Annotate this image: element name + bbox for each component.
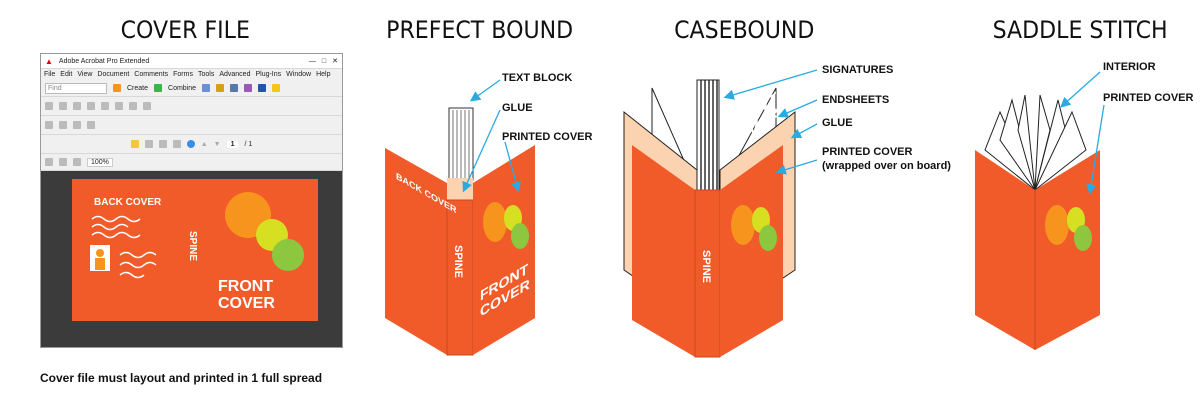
zoom-input[interactable]: 100% bbox=[87, 157, 113, 167]
menu-bar: File Edit View Document Comments Forms Tools Ad… bbox=[41, 69, 342, 80]
menu-item-document[interactable]: Document bbox=[97, 71, 130, 78]
wavy-lines-icon bbox=[91, 215, 157, 279]
menu-item-edit[interactable]: Edit bbox=[60, 71, 73, 78]
prev-page-icon[interactable]: ▲ bbox=[200, 140, 208, 148]
menu-item-view[interactable]: View bbox=[77, 71, 93, 78]
tool-icon[interactable] bbox=[59, 121, 67, 129]
interior-pages bbox=[984, 94, 1087, 191]
tool-icon[interactable] bbox=[143, 102, 151, 110]
back-cover bbox=[385, 148, 447, 355]
spine-label: SPINE bbox=[452, 245, 464, 278]
minimize-button[interactable]: — bbox=[308, 57, 316, 65]
toolbar-editing bbox=[41, 97, 342, 116]
page-total: / 1 bbox=[244, 140, 253, 148]
back-cover bbox=[632, 145, 695, 357]
page-number-input[interactable]: 1 bbox=[226, 140, 239, 148]
secure-icon[interactable] bbox=[216, 84, 225, 92]
label-signatures: SIGNATURES bbox=[822, 64, 894, 76]
glue bbox=[447, 178, 473, 200]
caption: Cover file must layout and printed in 1 … bbox=[40, 371, 323, 385]
create-icon bbox=[113, 84, 121, 92]
tool-icon[interactable] bbox=[115, 102, 123, 110]
zoom-tool-icon[interactable] bbox=[73, 158, 81, 166]
title-saddle-stitch: SADDLE STITCH bbox=[992, 16, 1168, 44]
tool-icon[interactable] bbox=[87, 102, 95, 110]
front-cover bbox=[473, 145, 535, 355]
tool-icon[interactable] bbox=[59, 102, 67, 110]
acrobat-window: ▲ Adobe Acrobat Pro Extended — □ ✕ File E… bbox=[40, 53, 343, 348]
sign-icon[interactable] bbox=[230, 84, 239, 92]
front-cover bbox=[720, 145, 783, 357]
tool-icon[interactable] bbox=[101, 102, 109, 110]
print-icon[interactable] bbox=[144, 140, 153, 148]
comment-icon[interactable] bbox=[272, 84, 281, 92]
title-perfect-bound: PREFECT BOUND bbox=[386, 16, 574, 44]
menu-item-plug-ins[interactable]: Plug-Ins bbox=[255, 71, 282, 78]
label-glue: GLUE bbox=[822, 117, 853, 129]
front-label: FRONT bbox=[218, 278, 273, 295]
select-tool-icon[interactable] bbox=[45, 121, 53, 129]
title-cover-file: COVER FILE bbox=[120, 16, 250, 44]
circle-green bbox=[272, 239, 304, 271]
open-folder-icon[interactable] bbox=[130, 140, 139, 148]
callout-arrows bbox=[1060, 71, 1105, 195]
select-text-icon[interactable] bbox=[45, 158, 53, 166]
label-printed-cover-note: (wrapped over on board) bbox=[822, 160, 951, 172]
menu-item-advanced[interactable]: Advanced bbox=[219, 71, 251, 78]
maximize-button[interactable]: □ bbox=[321, 57, 327, 65]
combine-button[interactable]: Combine bbox=[168, 84, 197, 92]
next-page-icon[interactable]: ▼ bbox=[213, 140, 221, 148]
menu-item-file[interactable]: File bbox=[44, 71, 56, 78]
hand-icon[interactable] bbox=[59, 158, 67, 166]
collaborate-icon[interactable] bbox=[202, 84, 211, 92]
menu-item-help[interactable]: Help bbox=[316, 71, 331, 78]
back-cover-label: BACK COVER bbox=[94, 197, 162, 208]
label-printed-cover: PRINTED COVER bbox=[1103, 92, 1194, 104]
callout-arrows bbox=[462, 79, 521, 193]
create-button[interactable]: Create bbox=[127, 84, 149, 92]
label-endsheets: ENDSHEETS bbox=[822, 94, 890, 106]
front-label: COVER bbox=[218, 295, 275, 312]
label-glue: GLUE bbox=[502, 102, 533, 114]
spine bbox=[694, 189, 721, 358]
find-input[interactable]: Find bbox=[45, 82, 107, 94]
window-title: Adobe Acrobat Pro Extended bbox=[58, 57, 150, 65]
back-cover bbox=[975, 150, 1035, 350]
menu-item-forms[interactable]: Forms bbox=[173, 71, 193, 78]
label-printed-cover: PRINTED COVER bbox=[502, 131, 593, 143]
combine-icon bbox=[154, 84, 163, 92]
globe-icon[interactable] bbox=[186, 140, 195, 148]
callout-arrows bbox=[723, 69, 818, 175]
menu-item-comments[interactable]: Comments bbox=[134, 71, 169, 78]
spine-label: SPINE bbox=[700, 250, 712, 283]
close-button[interactable]: ✕ bbox=[332, 58, 338, 65]
title-casebound: CASEBOUND bbox=[674, 16, 815, 44]
toolbar-select bbox=[41, 116, 342, 135]
cover-spread: BACK COVER SPINE FRONT COVER bbox=[72, 179, 318, 321]
email-icon[interactable] bbox=[172, 140, 181, 148]
label-printed-cover: PRINTED COVER bbox=[822, 146, 913, 158]
multimedia-icon[interactable] bbox=[258, 84, 267, 92]
spine bbox=[446, 199, 474, 356]
tool-icon[interactable] bbox=[73, 102, 81, 110]
acrobat-logo-icon: ▲ bbox=[45, 56, 53, 66]
label-interior: INTERIOR bbox=[1103, 61, 1156, 73]
label-text-block: TEXT BLOCK bbox=[502, 72, 573, 84]
tool-icon[interactable] bbox=[87, 121, 95, 129]
cover-spread-art: BACK COVER SPINE FRONT COVER bbox=[90, 192, 304, 312]
menu-item-window[interactable]: Window bbox=[286, 71, 312, 78]
spine-label: SPINE bbox=[187, 231, 198, 261]
forms-icon[interactable] bbox=[244, 84, 253, 92]
menu-item-tools[interactable]: Tools bbox=[197, 71, 215, 78]
document-area: BACK COVER SPINE FRONT COVER bbox=[41, 171, 342, 347]
tool-icon[interactable] bbox=[73, 121, 81, 129]
front-cover bbox=[1035, 150, 1100, 350]
tool-icon[interactable] bbox=[129, 102, 137, 110]
tool-icon[interactable] bbox=[45, 102, 53, 110]
save-icon[interactable] bbox=[158, 140, 167, 148]
